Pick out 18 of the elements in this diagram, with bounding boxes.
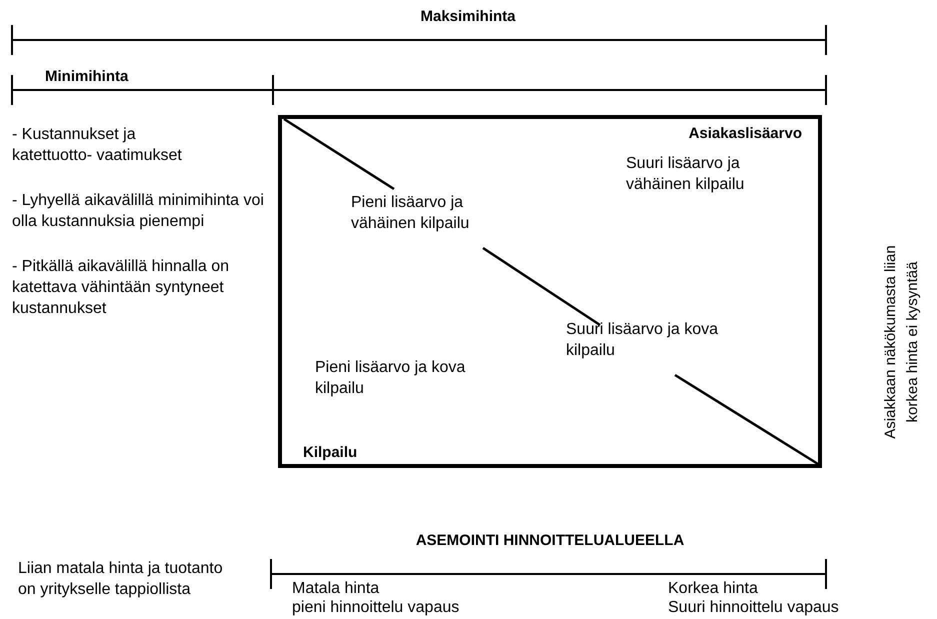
scale-label: Korkea hinta: [668, 579, 759, 599]
scale-label: Suuri hinnoittelu vapaus: [668, 598, 840, 618]
axis-label: Asiakaslisäarvo: [688, 124, 802, 144]
quadrant-text: Pieni lisäarvo ja kova kilpailu: [315, 358, 466, 399]
quadrant-text: Pieni lisäarvo ja vähäinen kilpailu: [351, 193, 470, 234]
note-text: - Lyhyellä aikavälillä minimihinta voi olla kustannuksia pienempi: [12, 191, 265, 232]
note-text: - Kustannukset ja katettuotto- vaatimukset: [12, 125, 182, 166]
scale-label: pieni hinnoittelu vapaus: [292, 598, 460, 618]
scale-label: Matala hinta: [292, 579, 380, 599]
note-text: Liian matala hinta ja tuotanto on yritykselle tappiollista: [18, 559, 224, 600]
axis-label: Kilpailu: [303, 443, 358, 463]
quadrant-text: Suuri lisäarvo ja kova kilpailu: [566, 320, 720, 361]
heading: Minimihinta: [45, 67, 130, 87]
heading: ASEMOINTI HINNOITTELUALUEELLA: [414, 531, 686, 551]
rotated-note: Asiakkaan näkökumasta liian korkea hinta ei kysyntää: [881, 244, 922, 441]
heading: Maksimihinta: [419, 7, 517, 27]
note-text: - Pitkällä aikavälillä hinnalla on katettava vähintään syntyneet kustannukset: [12, 257, 230, 319]
quadrant-text: Suuri lisäarvo ja vähäinen kilpailu: [626, 154, 746, 195]
